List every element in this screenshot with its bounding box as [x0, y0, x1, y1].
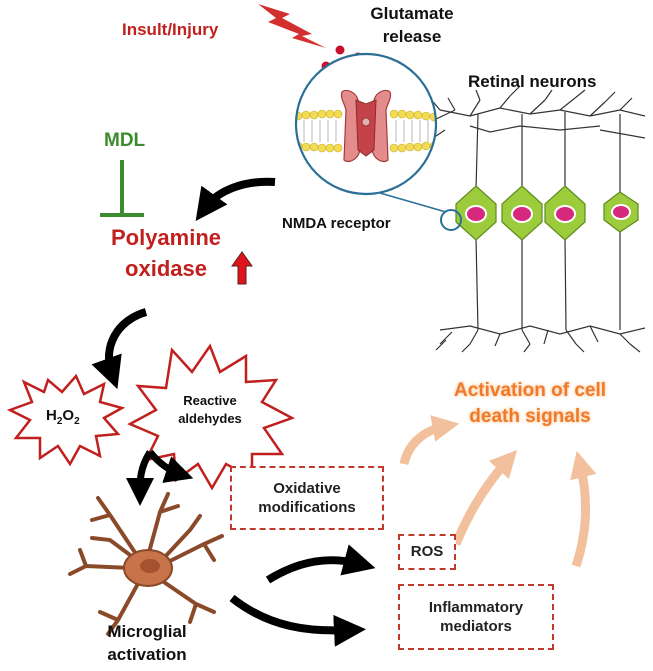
- arrow-to-oxidative: [147, 449, 194, 483]
- inhibition-bar-icon: [100, 160, 144, 217]
- zoom-connector-line: [379, 192, 447, 213]
- glutamate-line-1: Glutamate: [370, 4, 454, 23]
- oxidative-line-2: modifications: [258, 499, 356, 516]
- retinal-neurons-label: Retinal neurons: [468, 72, 597, 91]
- h2o2-o: O: [62, 407, 75, 424]
- activation-line-1: Activation of cell: [453, 380, 607, 401]
- reactive-line-2: aldehydes: [178, 410, 242, 426]
- insult-injury-label: Insult/Injury: [122, 20, 219, 39]
- h2o2-label: H2O2: [46, 407, 80, 427]
- retinal-neuron-network: [427, 85, 646, 353]
- h2o2-starburst: [6, 373, 126, 467]
- microglial-activation-label: Microglial activation: [82, 622, 212, 664]
- arrow-oxidative-to-activation: [399, 415, 460, 466]
- arrow-to-microglia: [126, 450, 155, 506]
- microglia-illustration: [68, 492, 224, 636]
- h2o2-sub-2: 2: [74, 416, 80, 427]
- polyamine-line-1: Polyamine: [110, 225, 222, 250]
- arrow-microglia-to-ros: [265, 544, 376, 584]
- ros-box: ROS: [398, 534, 456, 570]
- arrow-ros-to-activation: [451, 450, 518, 546]
- inflammatory-mediators-box: Inflammatory mediators: [398, 584, 554, 650]
- oxidative-line-1: Oxidative: [273, 479, 341, 497]
- oxidative-modifications-box: Oxidative modifications: [230, 466, 384, 530]
- activation-cell-death-label: Activation of cell death signals: [432, 380, 628, 428]
- neuron-somas: [455, 185, 639, 241]
- arrow-inflammatory-to-activation: [570, 450, 597, 568]
- arrow-polyamine-to-products: [91, 308, 148, 390]
- arrow-nmda-to-polyamine: [195, 177, 276, 221]
- glutamate-release-label: Glutamate release: [362, 4, 462, 46]
- microglial-line-1: Microglial: [107, 622, 187, 641]
- inflammatory-line-1: Inflammatory: [428, 598, 524, 616]
- microglial-line-2: activation: [107, 645, 187, 665]
- h2o2-h: H: [46, 407, 57, 424]
- polyamine-oxidase-label: Polyamine oxidase: [96, 225, 236, 281]
- reactive-aldehydes-label: Reactive aldehydes: [160, 393, 260, 426]
- reactive-line-1: Reactive: [183, 393, 237, 408]
- inflammatory-line-2: mediators: [440, 618, 512, 635]
- zoom-marker-circle: [440, 209, 462, 231]
- mdl-label: MDL: [104, 130, 146, 151]
- nmda-receptor-membrane-illustration: [294, 52, 438, 196]
- arrow-microglia-to-inflammatory: [229, 594, 366, 647]
- activation-line-2: death signals: [469, 406, 591, 428]
- up-arrow-icon: [231, 251, 253, 285]
- microglia-nucleus: [140, 559, 160, 573]
- glutamate-line-2: release: [382, 27, 442, 47]
- h2o2-sub-1: 2: [56, 416, 63, 427]
- polyamine-line-2: oxidase: [125, 255, 207, 281]
- lightning-bolt-icon: [258, 4, 326, 48]
- nmda-receptor-label: NMDA receptor: [282, 215, 391, 232]
